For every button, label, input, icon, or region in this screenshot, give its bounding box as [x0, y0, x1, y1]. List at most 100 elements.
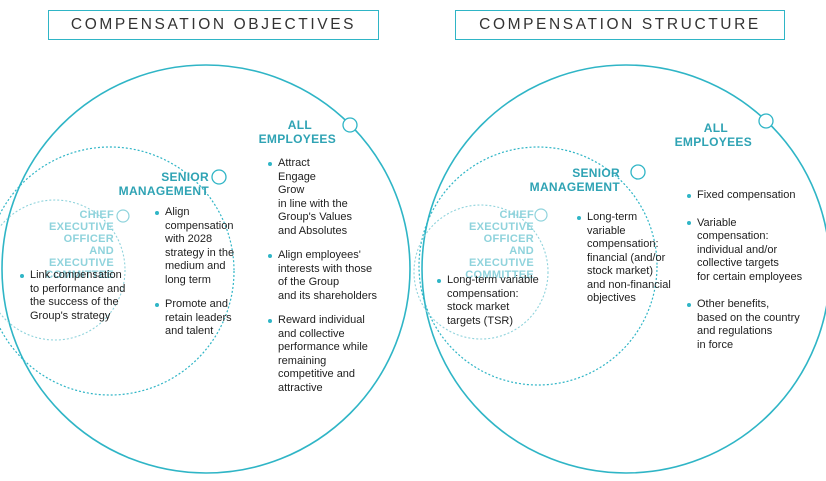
text-line: the success of the: [30, 296, 119, 308]
bullet-item: Align employees' interests with those of…: [268, 249, 398, 303]
text-line: and Absolutes: [278, 224, 348, 237]
all-employees-circle: [421, 64, 826, 474]
text-line: variable: [587, 224, 626, 237]
text-line: attractive: [278, 381, 323, 394]
ceo-committee-marker: [116, 209, 130, 223]
compensation-objectives-panel: COMPENSATION OBJECTIVES ALL EMPLOYEES SE…: [0, 10, 411, 474]
all-employees-marker: [758, 113, 774, 129]
label-line: CHIEF: [79, 209, 114, 221]
label-line: CHIEF: [499, 209, 534, 221]
text-line: Group's strategy: [30, 309, 111, 322]
label-line: EXECUTIVE: [48, 221, 114, 233]
senior-management-circle: [0, 146, 235, 396]
text-line: and non-financial: [587, 278, 671, 291]
text-line: Long-term: [587, 211, 638, 223]
text-line: strategy in the: [165, 246, 235, 259]
text-line: Engage: [278, 170, 316, 183]
text-line: objectives: [587, 292, 636, 304]
text-line: Long-term variable: [447, 274, 539, 286]
label-line: SENIOR: [572, 166, 620, 180]
text-line: and collective: [278, 327, 345, 340]
section-title-text: COMPENSATION OBJECTIVES: [70, 16, 357, 33]
ceo-committee-label: CHIEF EXECUTIVE OFFICER AND EXECUTIVE CO…: [30, 209, 114, 281]
bullet-item: Attract Engage Grow in line with the Gro…: [268, 157, 398, 238]
text-line: Variable: [697, 216, 737, 229]
label-line: OFFICER: [63, 233, 114, 245]
senior-management-marker: [211, 169, 227, 185]
nested-circles-diagram: [0, 64, 411, 474]
text-line: Promote and: [165, 298, 228, 310]
text-line: and its shareholders: [278, 289, 378, 302]
senior-management-bullets: Long-term variable compensation: financi…: [577, 211, 687, 306]
text-line: with 2028: [165, 233, 213, 245]
text-line: Link compensation: [30, 269, 122, 281]
ceo-committee-label: CHIEF EXECUTIVE OFFICER AND EXECUTIVE CO…: [451, 209, 534, 281]
bullet-item: Fixed compensation: [687, 189, 825, 203]
text-line: medium and: [165, 260, 226, 272]
ceo-committee-circle: [413, 204, 549, 340]
ceo-committee-circle: [0, 199, 126, 341]
section-title-text: COMPENSATION STRUCTURE: [479, 16, 761, 33]
bullet-item: Variable compensation: individual and/or…: [687, 217, 825, 285]
label-line: MANAGEMENT: [118, 184, 209, 198]
text-line: Reward individual: [278, 314, 365, 326]
text-line: interests with those: [278, 262, 373, 275]
all-employees-label: ALL EMPLOYEES: [643, 121, 752, 149]
text-line: Other benefits,: [697, 298, 770, 310]
senior-management-label: SENIOR MANAGEMENT: [96, 170, 209, 198]
label-line: EXECUTIVE: [468, 221, 534, 233]
text-line: Align: [165, 206, 190, 218]
bullet-item: Link compensation to performance and the…: [20, 269, 150, 323]
senior-management-bullets: Align compensation with 2028 strategy in…: [155, 206, 255, 339]
senior-management-marker: [630, 164, 646, 180]
text-line: of the Group: [278, 276, 340, 288]
all-employees-bullets: Fixed compensation Variable compensation…: [687, 189, 825, 352]
section-title: COMPENSATION STRUCTURE: [455, 10, 785, 40]
ceo-committee-marker: [534, 208, 548, 222]
text-line: stock market: [447, 301, 510, 313]
ceo-bullets: Link compensation to performance and the…: [20, 269, 150, 323]
bullet-item: Long-term variable compensation: financi…: [577, 211, 687, 306]
text-line: targets (TSR): [447, 314, 514, 327]
label-line: EMPLOYEES: [674, 135, 752, 149]
text-line: compensation:: [697, 230, 769, 242]
nested-circles-diagram: [413, 64, 826, 474]
label-line: OFFICER: [483, 233, 534, 245]
bullet-item: Reward individual and collective perform…: [268, 314, 398, 395]
text-line: financial (and/or: [587, 251, 666, 264]
text-line: Attract: [278, 157, 310, 169]
bullet-item: Align compensation with 2028 strategy in…: [155, 206, 255, 287]
bullet-item: Promote and retain leaders and talent: [155, 298, 255, 339]
label-line: AND EXECUTIVE: [48, 245, 114, 269]
text-line: long term: [165, 273, 211, 286]
text-line: performance while: [278, 341, 368, 353]
all-employees-circle: [1, 64, 411, 474]
text-line: collective targets: [697, 257, 779, 269]
compensation-structure-panel: COMPENSATION STRUCTURE ALL EMPLOYEES SEN…: [413, 0, 826, 481]
text-line: Grow: [278, 184, 305, 196]
text-line: remaining: [278, 354, 327, 367]
text-line: stock market): [587, 265, 654, 277]
bullet-item: Other benefits, based on the country and…: [687, 298, 825, 352]
text-line: in line with the: [278, 197, 348, 210]
text-line: compensation:: [447, 287, 519, 300]
text-line: and regulations: [697, 325, 773, 337]
text-line: competitive and: [278, 368, 356, 380]
text-line: based on the country: [697, 311, 800, 324]
text-line: Fixed compensation: [697, 189, 796, 201]
text-line: in force: [697, 338, 734, 351]
label-line: COMMITTEE: [465, 269, 534, 281]
senior-management-label: SENIOR MANAGEMENT: [514, 166, 620, 194]
label-line: ALL: [703, 121, 728, 135]
label-line: ALL: [287, 118, 312, 132]
text-line: to performance and: [30, 282, 126, 295]
text-line: compensation:: [587, 238, 659, 250]
label-line: AND EXECUTIVE: [468, 245, 534, 269]
text-line: retain leaders: [165, 311, 232, 324]
label-line: SENIOR: [161, 170, 209, 184]
text-line: and talent: [165, 325, 214, 337]
all-employees-marker: [342, 117, 358, 133]
senior-management-circle: [418, 146, 658, 386]
label-line: MANAGEMENT: [529, 180, 620, 194]
all-employees-label: ALL EMPLOYEES: [226, 118, 336, 146]
